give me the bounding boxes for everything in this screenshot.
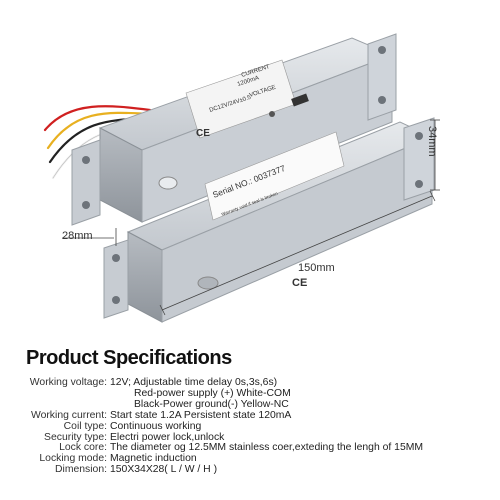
spec-value: 150X34X28( L / W / H ) [110, 464, 218, 476]
spec-row: Dimension: 150X34X28( L / W / H ) [0, 464, 500, 476]
spec-label: Lock core: [59, 442, 107, 454]
spec-value: Magnetic induction [110, 453, 197, 465]
specs-title: Product Specifications [26, 347, 232, 369]
spec-label: Locking mode: [39, 453, 107, 465]
lock-body [71, 33, 397, 226]
dimension-width-label: 28mm [62, 230, 93, 242]
spec-value: Continuous working [110, 420, 202, 432]
spec-row: Security type: Electri power lock,unlock [0, 431, 500, 444]
spec-label: Security type: [44, 431, 107, 443]
dimension-height-label: 34mm [426, 126, 438, 157]
spec-value: The diameter og 12.5MM stainless coer,ex… [110, 442, 424, 454]
product-photo: CURRENT 1200mA VOLTAGE DC12V/24V±0.5 CE … [43, 33, 440, 323]
spec-value: Red-power supply (+) White-COM [134, 387, 291, 399]
spec-value: Start state 1.2A Persistent state 120mA [110, 409, 292, 421]
spec-value: Black-Power ground(-) Yellow-NC [134, 398, 289, 410]
spec-label: Working voltage: [29, 377, 107, 388]
spec-value: Electri power lock,unlock [110, 431, 225, 443]
spec-row: . Black-Power ground(-) Yellow-NC [0, 398, 500, 411]
dimension-lines [62, 119, 440, 316]
spec-row: Locking mode: Magnetic induction [0, 453, 500, 465]
armature-plate [103, 117, 435, 323]
spec-label: Working current: [30, 409, 107, 421]
spec-row: . Red-power supply (+) White-COM [0, 387, 500, 400]
ce-mark-front: CE [292, 277, 307, 289]
spec-value: 12V; Adjustable time delay 0s,3s,6s) [110, 377, 278, 388]
specs-table: Working voltage: 12V; Adjustable time de… [0, 377, 500, 476]
ce-mark-back: CE [196, 128, 210, 139]
spec-row: Coil type: Continuous working [0, 420, 500, 433]
dimension-length-label: 150mm [298, 262, 335, 274]
spec-label: Coil type: [63, 420, 107, 432]
spec-row: Working voltage: 12V; Adjustable time de… [0, 377, 500, 389]
spec-label: Dimension: [55, 464, 107, 476]
spec-row: Lock core: The diameter og 12.5MM stainl… [0, 443, 500, 454]
spec-row: Working current: Start state 1.2A Persis… [0, 409, 500, 422]
